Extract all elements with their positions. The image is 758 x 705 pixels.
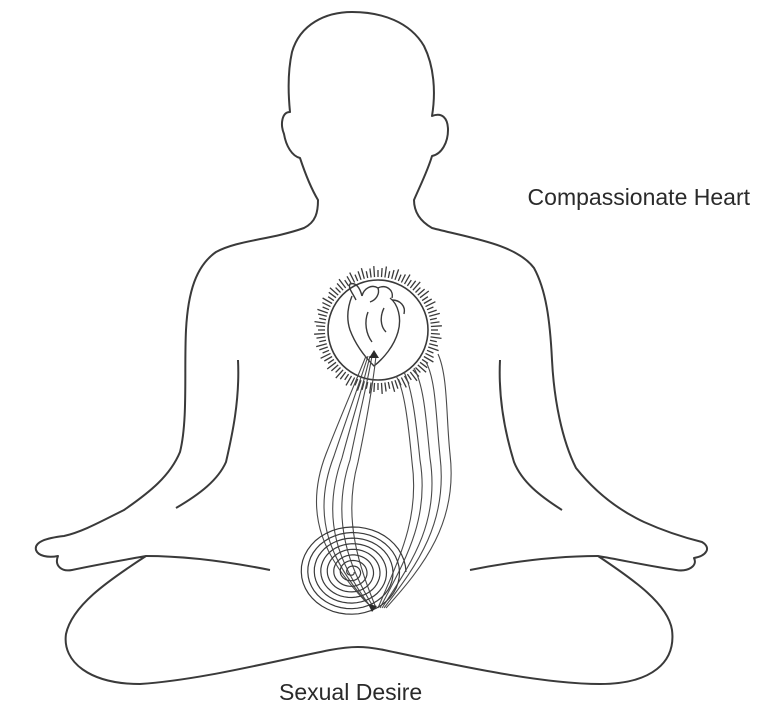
heart-ray <box>319 318 326 319</box>
leg-crease-right <box>470 556 598 570</box>
heart-ray <box>318 314 327 316</box>
heart-ray <box>431 337 442 339</box>
energy-channels <box>316 354 451 608</box>
heart-ray <box>407 374 411 380</box>
heart-ray <box>345 280 349 286</box>
heart-ray <box>358 271 361 280</box>
leg-crease-left <box>146 556 270 570</box>
heart-ray <box>398 275 401 281</box>
sexual-desire-label: Sexual Desire <box>279 681 422 704</box>
heart-ray <box>429 313 440 316</box>
heart-ray <box>385 383 386 392</box>
heart-ray <box>336 288 341 293</box>
heart-ray <box>431 326 442 327</box>
heart-ray <box>427 350 433 353</box>
heart-ray <box>429 344 438 346</box>
heart-ray <box>319 347 328 350</box>
compassionate-heart-label: Compassionate Heart <box>528 186 750 209</box>
meditating-figure-outline <box>36 12 707 684</box>
heart-ray <box>324 357 332 362</box>
heart-ray <box>422 297 428 301</box>
heart-ray <box>407 280 411 286</box>
heart-ray <box>322 303 330 307</box>
heart-ray <box>431 334 440 335</box>
heart-ray <box>428 310 437 313</box>
heart-ray <box>345 374 349 380</box>
heart-ray <box>416 288 421 293</box>
heart-ray <box>392 270 394 279</box>
heart-ray <box>401 274 405 282</box>
heart-ray <box>317 337 326 338</box>
sexual-energy-spiral <box>301 527 406 614</box>
heart-ray <box>427 307 433 310</box>
heart-ray <box>388 271 389 278</box>
heart-ray <box>422 359 428 363</box>
heart-ray <box>430 340 437 341</box>
heart-ray <box>428 347 438 351</box>
heart-ray <box>323 307 329 310</box>
heart-ray <box>385 267 387 278</box>
heart-ray <box>329 292 336 297</box>
heart-ray <box>319 340 326 341</box>
heart-ray <box>361 268 364 279</box>
heart-ray <box>336 368 341 373</box>
heart-ray <box>317 309 327 313</box>
heart-ray <box>395 269 399 279</box>
heart-ray <box>430 318 437 319</box>
heart-ray <box>431 322 440 323</box>
heart-radiance <box>314 266 442 394</box>
heart-ray <box>374 266 375 277</box>
heart-ray <box>340 372 345 379</box>
right-arm-inner-line <box>500 360 562 510</box>
heart-ray <box>370 269 371 278</box>
heart-ray <box>366 271 367 278</box>
heart-ray <box>410 281 415 288</box>
heart-ray <box>392 381 395 392</box>
heart-ray <box>374 383 375 392</box>
heart-ray <box>323 350 329 353</box>
upper-arrow-icon <box>369 350 379 358</box>
heart-ray <box>355 275 358 281</box>
heart-ray <box>316 344 327 347</box>
heart-ray <box>328 297 334 301</box>
heart-ray <box>314 334 325 335</box>
heart-ray <box>382 383 383 394</box>
heart-ray <box>395 380 398 389</box>
heart-ray <box>315 322 326 324</box>
heart-ray <box>316 326 325 327</box>
heart-ray <box>424 299 432 304</box>
heart-ray <box>382 268 383 277</box>
heart-ray <box>426 353 434 357</box>
heart-ray <box>388 382 389 389</box>
heart-ray <box>347 276 352 284</box>
heart-ray <box>328 359 334 363</box>
